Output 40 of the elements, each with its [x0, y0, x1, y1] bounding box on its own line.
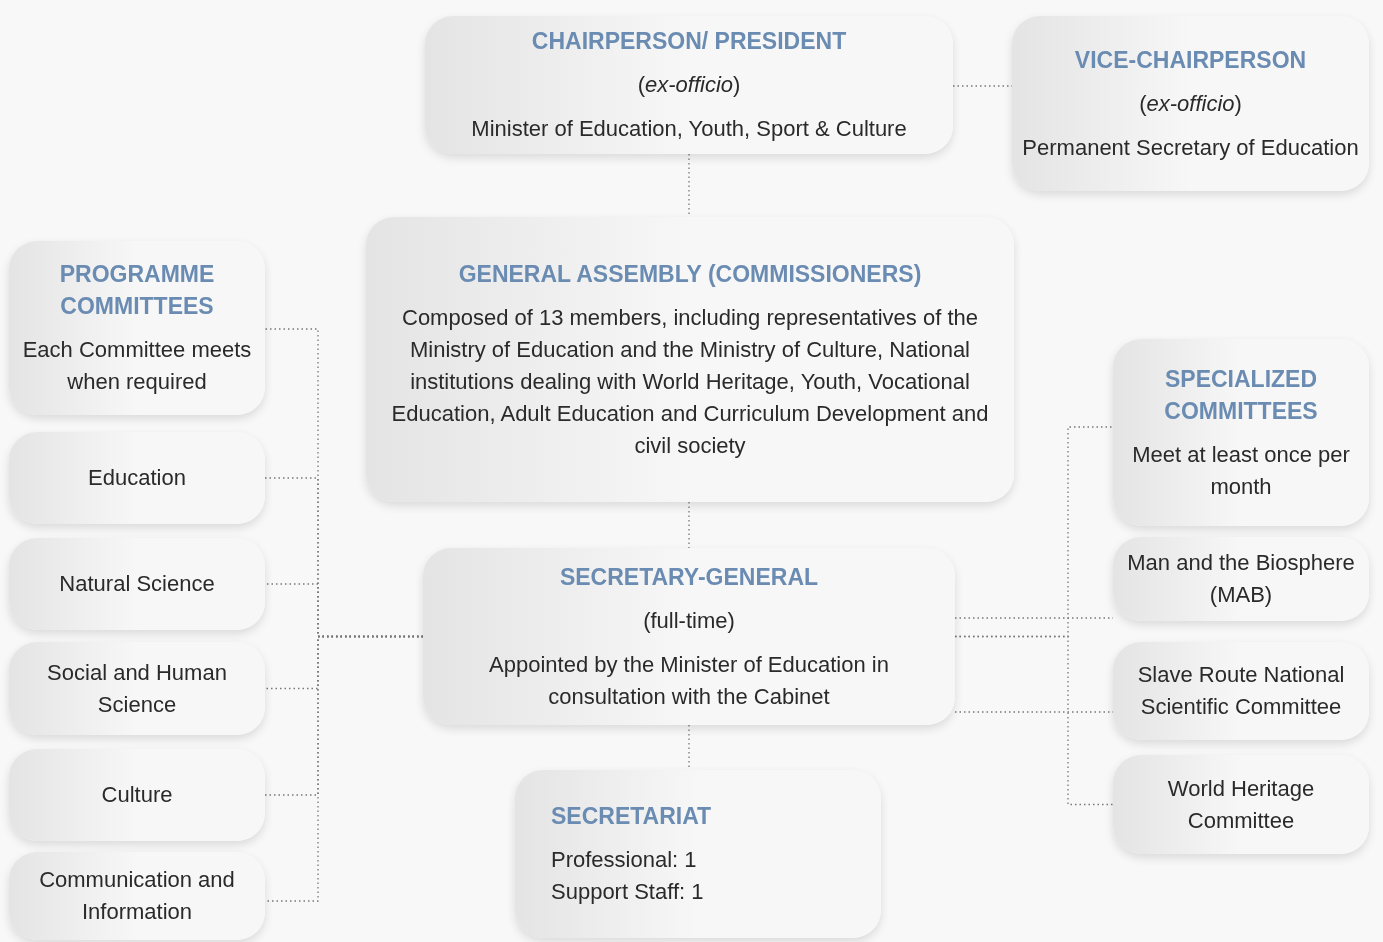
- box-heading: SECRETARIAT: [551, 802, 712, 831]
- box-text: Support Staff: 1: [551, 878, 704, 906]
- org-box: [1113, 755, 1369, 854]
- box-text: Man and the Biosphere (MAB): [1126, 549, 1356, 609]
- org-box: [423, 548, 955, 725]
- box-text: Culture: [101, 781, 173, 809]
- org-box: [1113, 642, 1369, 740]
- connector-line: [688, 501, 690, 549]
- box-text: Composed of 13 members, including representatives of the Ministry of Education and the Ministry of Culture, National institutions dealing with World Heritage, Youth, Vocational Education, Adult Education and Curriculum Development and civil society: [390, 303, 990, 460]
- box-heading: VICE-CHAIRPERSON: [1074, 45, 1307, 75]
- box-heading: PROGRAMME COMMITTEES: [58, 260, 216, 321]
- org-box: [1012, 16, 1369, 191]
- connector-line: [954, 635, 1114, 806]
- box-text: Permanent Secretary of Education: [1022, 133, 1359, 162]
- box-text: (ex-officio): [1139, 89, 1242, 118]
- box-text: Education: [88, 464, 186, 492]
- box-text: Appointed by the Minister of Education in consultation with the Cabinet: [488, 650, 890, 711]
- box-text: Meet at least once per month: [1131, 440, 1351, 501]
- box-heading: GENERAL ASSEMBLY (COMMISSIONERS): [458, 259, 922, 289]
- org-box: [425, 16, 953, 154]
- org-box: [1113, 339, 1369, 526]
- org-box: [9, 432, 265, 524]
- box-text: (full-time): [643, 606, 735, 635]
- box-text: Minister of Education, Youth, Sport & Culture: [471, 115, 907, 143]
- org-box: [9, 241, 265, 415]
- box-text: Natural Science: [59, 570, 215, 598]
- box-text: (ex-officio): [637, 71, 741, 99]
- box-text: World Heritage Committee: [1166, 774, 1316, 835]
- box-text: Social and Human Science: [46, 658, 228, 719]
- org-box: [9, 749, 265, 841]
- box-text: Each Committee meets when required: [21, 336, 253, 396]
- box-text: Communication and Information: [38, 866, 236, 926]
- box-heading: SPECIALIZED COMMITTEES: [1163, 364, 1319, 426]
- org-box: [9, 642, 265, 735]
- org-box: [366, 217, 1014, 502]
- box-heading: CHAIRPERSON/ PRESIDENT: [531, 27, 847, 56]
- box-heading: SECRETARY-GENERAL: [559, 562, 819, 592]
- org-box: [1113, 537, 1369, 621]
- box-text: Slave Route National Scientific Committee: [1136, 661, 1346, 721]
- box-text: Professional: 1: [551, 846, 697, 874]
